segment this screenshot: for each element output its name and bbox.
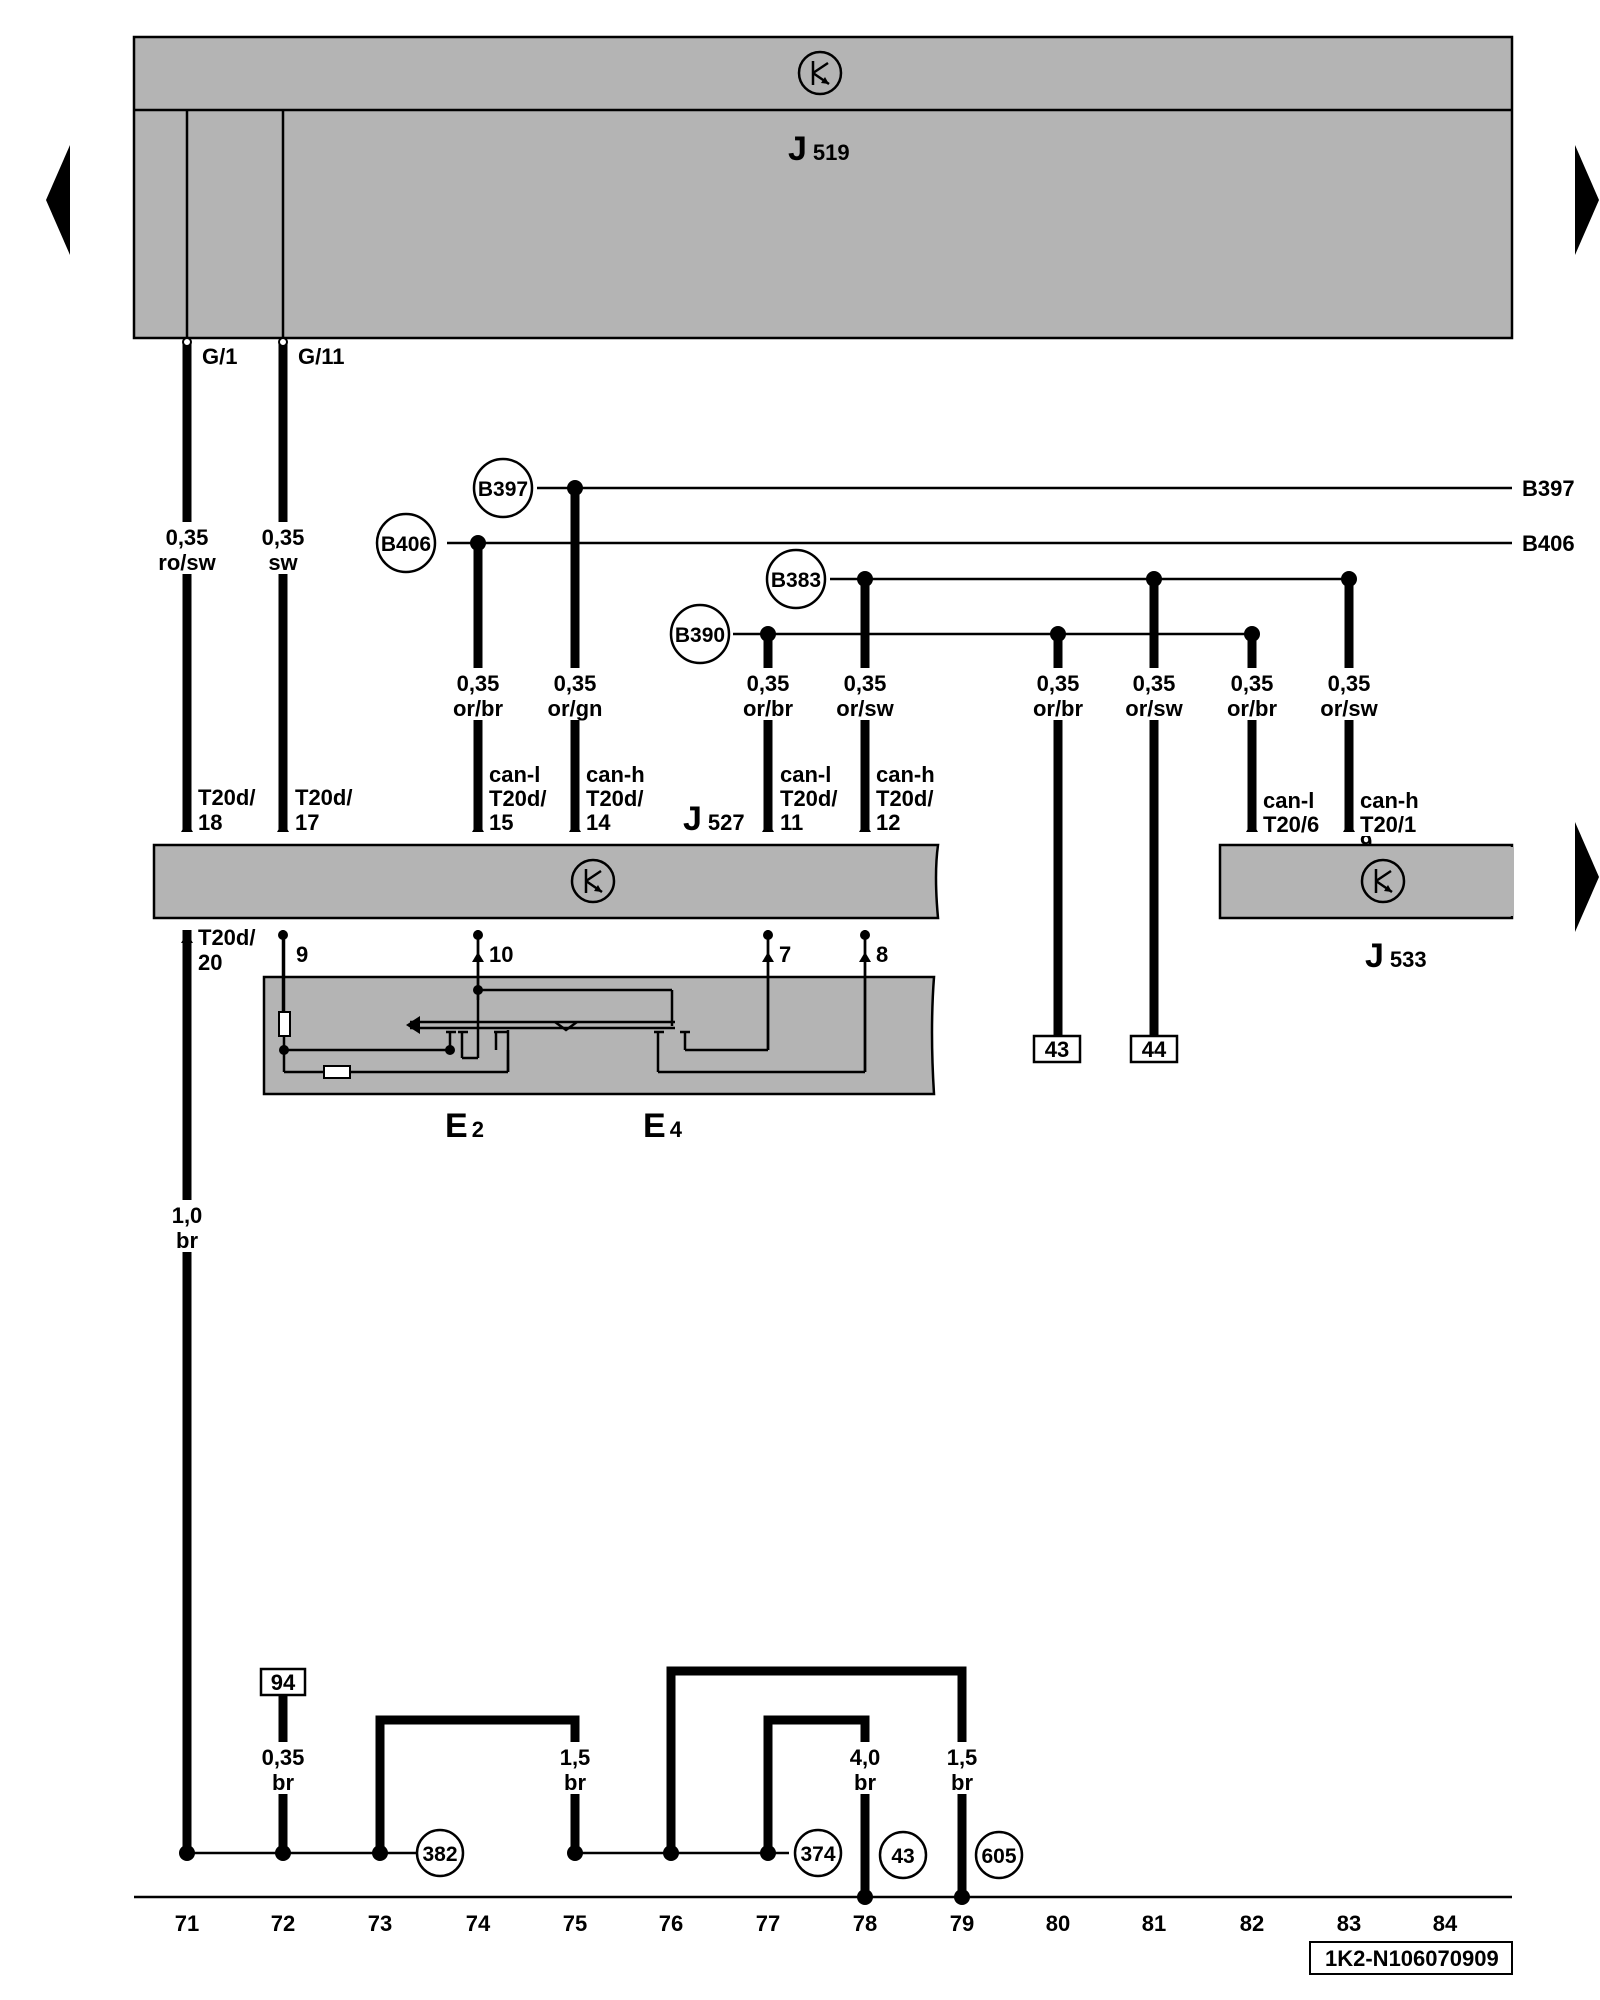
component-subscript: 4 [670,1117,683,1142]
connector-label: B406 [381,533,431,556]
track-number: 76 [659,1911,683,1936]
track-number: 81 [1142,1911,1166,1936]
track-number: 75 [563,1911,587,1936]
track-number-axis: 71 72 73 74 75 76 77 78 79 80 81 82 83 84 [175,1911,1458,1936]
track-number: 80 [1046,1911,1070,1936]
track-number: 82 [1240,1911,1264,1936]
component-label: J [788,130,807,168]
connector-label: B397 [478,478,528,501]
component-label: J [1365,937,1384,975]
pin-label: 10 [489,942,513,967]
connector-circles: B397 B406 B383 B390 382 374 43 605 [375,457,1024,1880]
nav-arrow-right-icon[interactable] [1575,145,1599,255]
track-number: 72 [271,1911,295,1936]
pin-label: T20d/17 [295,785,352,835]
ground-point-label: 43 [891,1845,914,1868]
pin-label: G/1 [202,344,237,369]
track-number: 79 [950,1911,974,1936]
ground-point-label: 605 [981,1845,1016,1868]
nav-arrow-left-icon[interactable] [46,145,70,255]
bus-label: B406 [1522,531,1575,556]
track-number: 84 [1433,1911,1458,1936]
component-label: J [683,800,702,838]
pin-label: 9 [296,942,308,967]
track-number: 74 [466,1911,491,1936]
wire [375,1715,580,1853]
component-subscript: 527 [708,810,745,835]
reference-boxes: 43 44 94 [259,1034,1179,1697]
bus-label: B397 [1522,476,1575,501]
track-number: 78 [853,1911,877,1936]
reference-label: 94 [271,1670,296,1695]
reference-label: 44 [1142,1037,1167,1062]
pin-label: 7 [779,942,791,967]
component-subscript: 2 [472,1117,484,1142]
svg-text:E2: E2 [445,1107,484,1145]
connector-label: B383 [771,569,821,592]
pin-label: G/11 [298,344,344,369]
connector-label: B390 [675,624,725,647]
pin-label: 8 [876,942,888,967]
reference-label: 43 [1045,1037,1069,1062]
wire [763,1715,870,1897]
component-subscript: 533 [1390,947,1427,972]
component-subscript: 519 [813,140,850,165]
track-number: 83 [1337,1911,1361,1936]
pin-label: T20d/20 [198,925,255,975]
track-number: 77 [756,1911,780,1936]
pin-label-clipped: 9 [1360,830,1372,855]
track-number: 71 [175,1911,199,1936]
svg-text:E4: E4 [643,1107,683,1145]
ground-point-label: 374 [800,1843,835,1866]
pin-label: T20d/18 [198,785,255,835]
nav-arrow-right-icon[interactable] [1575,822,1599,932]
ground-point-label: 382 [422,1843,457,1866]
component-label: E [643,1107,666,1145]
track-number: 73 [368,1911,392,1936]
component-label: E [445,1107,468,1145]
diagram-id: 1K2-N106070909 [1325,1946,1499,1971]
